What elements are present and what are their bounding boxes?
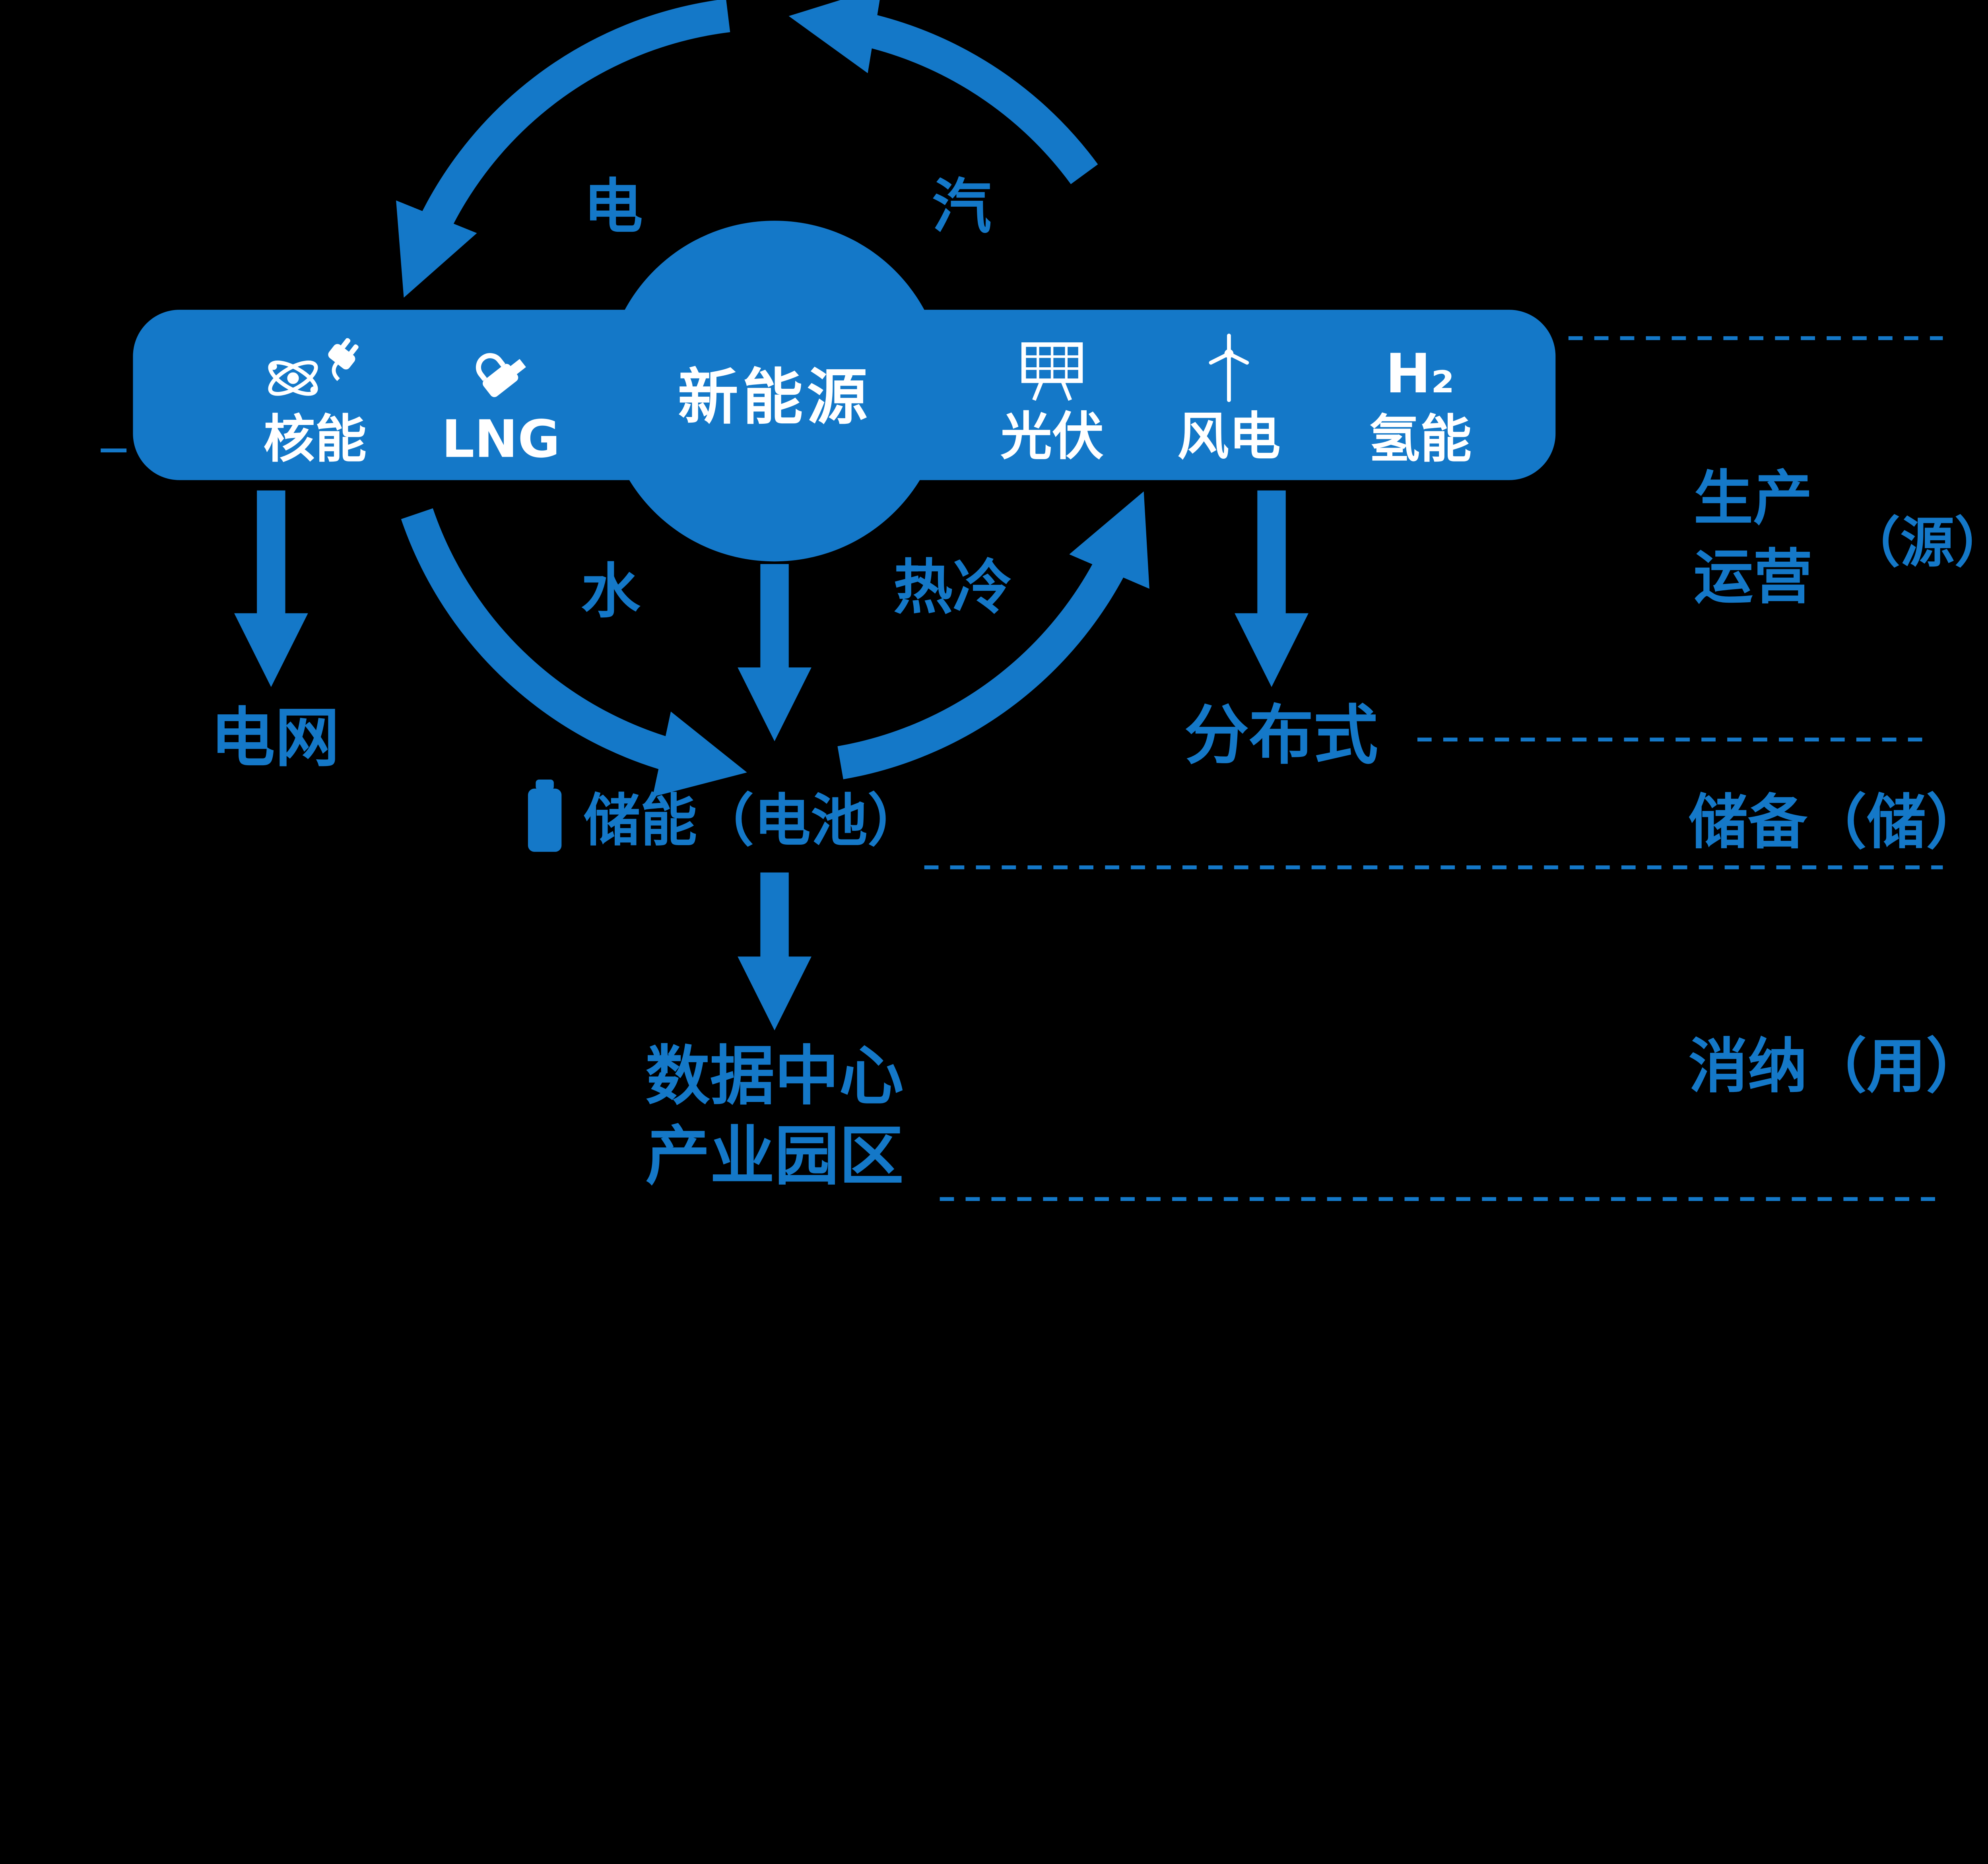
cycle-arc-bottom-left [401, 508, 747, 797]
flow-graphics [101, 0, 1943, 1201]
datacenter-line2: 产业园区 [645, 1119, 904, 1194]
label-datacenter: 数据中心 产业园区 [568, 1036, 981, 1197]
source-solar: 光伏 [966, 320, 1139, 472]
center-label: 新能源 [678, 362, 872, 433]
source-hydrogen-label: 氢能 [1368, 410, 1472, 470]
source-wind-label: 风电 [1177, 407, 1281, 467]
wind-turbine-icon [1198, 328, 1260, 403]
cycle-label-steam: 汽 [932, 171, 992, 242]
cycle-label-water: 水 [581, 556, 641, 626]
cycle-label-heat-cold: 热冷 [893, 552, 1012, 622]
source-lng-label: LNG [441, 410, 560, 470]
label-grid: 电网 [210, 700, 340, 776]
source-solar-label: 光伏 [1000, 407, 1104, 467]
solar-panel-icon [1015, 328, 1089, 403]
stage-production-line1: 生产 [1693, 463, 1813, 533]
source-nuclear-label: 核能 [263, 410, 367, 470]
h2-symbol: H₂ [1385, 330, 1454, 405]
stage-production-tag: （源） [1846, 510, 1988, 574]
source-hydrogen-symbol: H₂ [1385, 342, 1455, 405]
stage-consumption: 消纳（用） [1688, 1031, 1986, 1101]
source-hydrogen: H₂ 氢能 [1332, 323, 1508, 475]
source-lng: LNG [410, 323, 591, 475]
battery-icon [523, 780, 567, 852]
cycle-arc-top-left [396, 0, 730, 298]
label-distributed: 分布式 [1184, 698, 1378, 773]
center-node: 新能源 [604, 221, 945, 562]
cycle-arc-bottom-right [837, 491, 1149, 780]
energy-flow-diagram: 新能源 核能 [101, 0, 1988, 1201]
cycle-arc-top-right [788, 0, 1098, 184]
datacenter-line1: 数据中心 [645, 1039, 904, 1114]
storage-node: 储能（电池） [523, 774, 924, 857]
source-nuclear: 核能 [230, 323, 400, 475]
source-wind: 风电 [1146, 320, 1312, 472]
atom-plug-icon [260, 330, 371, 405]
stage-reserve: 储备（储） [1688, 787, 1986, 857]
stage-production-line2: 运营 [1693, 542, 1813, 612]
fuel-nozzle-icon [469, 330, 533, 405]
storage-label: 储能（电池） [583, 788, 924, 855]
cycle-label-electricity: 电 [583, 171, 643, 242]
stage-production: 生产 运营 （源） [1694, 460, 1988, 617]
